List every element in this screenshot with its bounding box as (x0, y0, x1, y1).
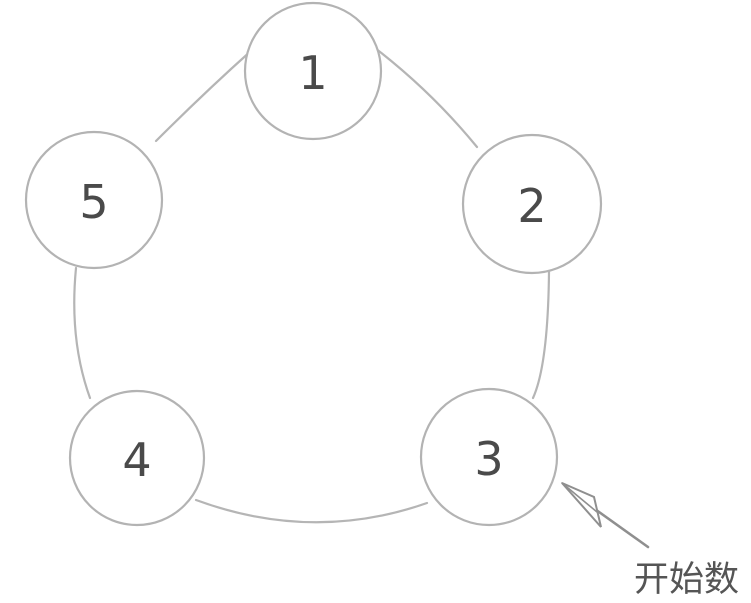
node-4-circle[interactable] (68, 389, 206, 527)
node-4[interactable]: 4 (68, 389, 206, 527)
node-1-label: 1 (298, 46, 327, 100)
edge-5-to-1 (154, 48, 254, 143)
edge-3-to-4 (194, 498, 429, 524)
annotation-arrow-spine (561, 482, 598, 513)
node-2[interactable]: 2 (461, 133, 603, 275)
node-4-label: 4 (122, 433, 151, 487)
node-5[interactable]: 5 (24, 130, 164, 270)
node-5-label: 5 (79, 175, 108, 229)
node-1-circle[interactable] (243, 1, 383, 141)
edge-1-to-2 (373, 46, 479, 149)
node-3[interactable]: 3 (419, 387, 559, 527)
annotation-arrow-shaft (590, 505, 650, 549)
start-annotation: 开始数 (561, 482, 739, 600)
edge-group (73, 46, 551, 524)
node-1[interactable]: 1 (243, 1, 383, 141)
node-2-circle[interactable] (461, 133, 603, 275)
node-3-label: 3 (474, 432, 503, 486)
edge-4-to-5 (73, 266, 92, 400)
node-3-circle[interactable] (419, 387, 559, 527)
node-2-label: 2 (517, 179, 546, 233)
edge-2-to-3 (531, 270, 551, 400)
annotation-label: 开始数 (634, 560, 739, 600)
annotation-arrow-head (561, 482, 602, 528)
node-5-circle[interactable] (24, 130, 164, 270)
